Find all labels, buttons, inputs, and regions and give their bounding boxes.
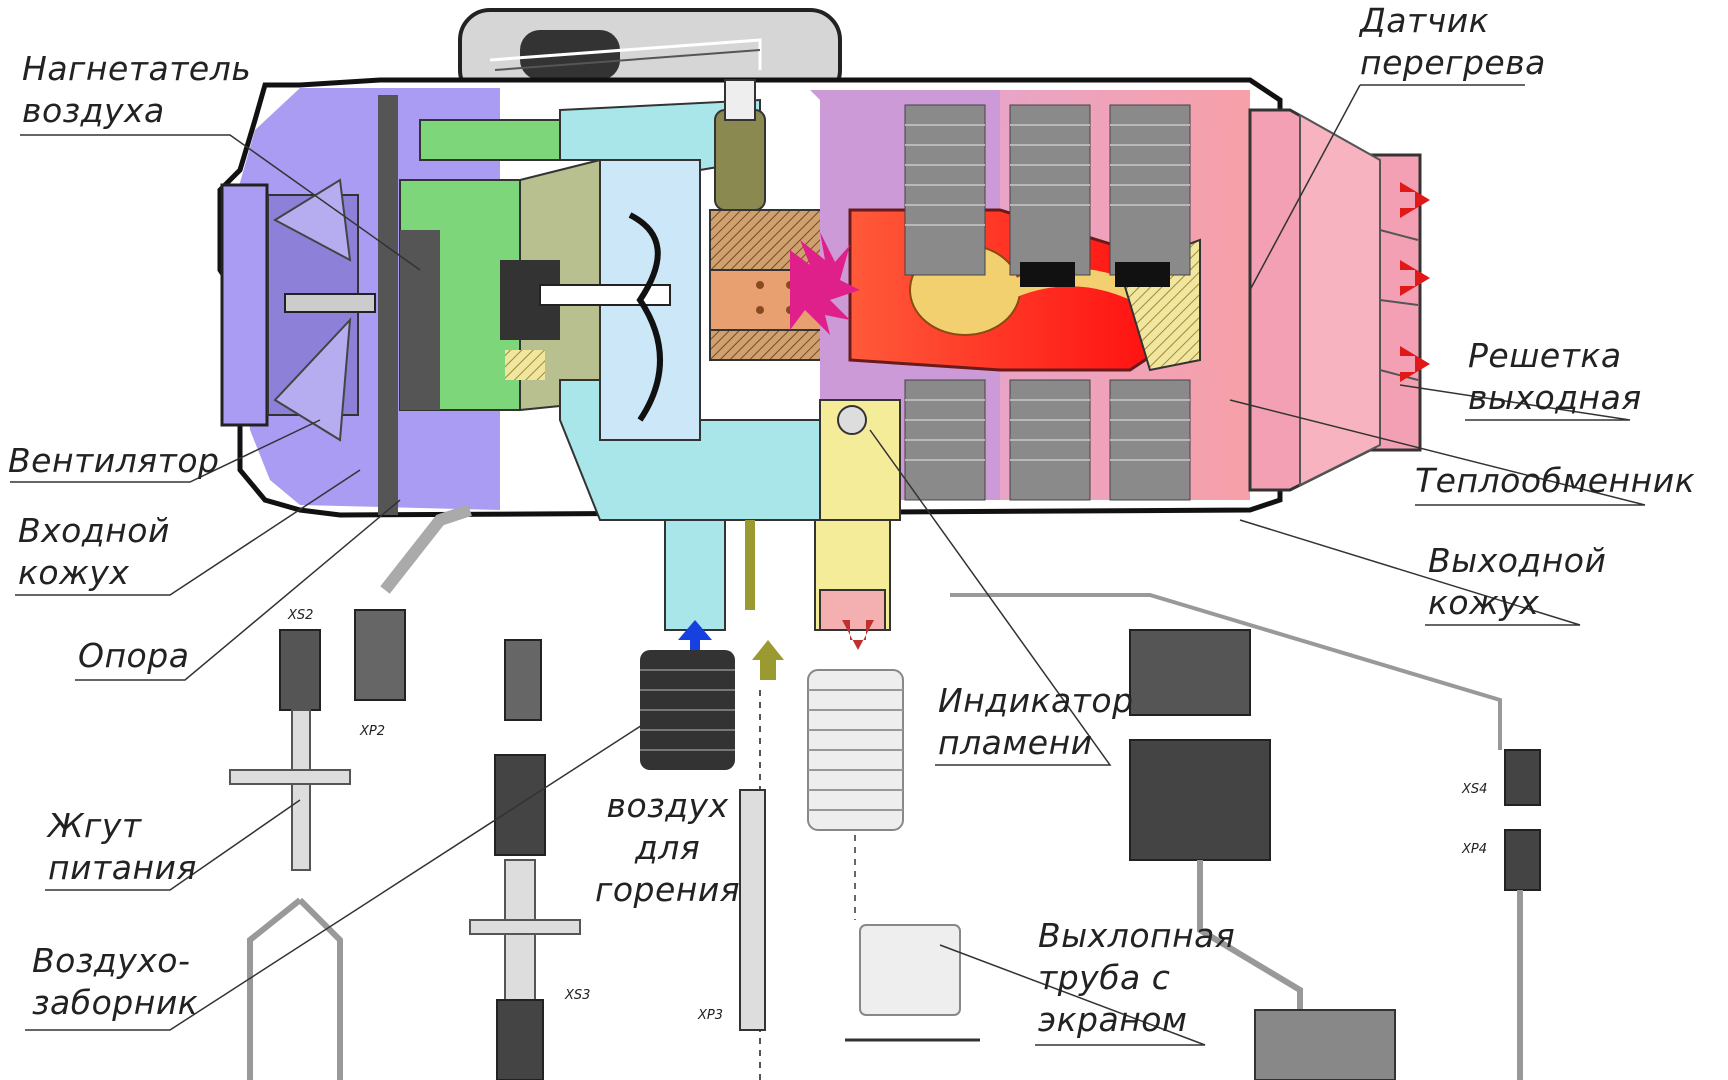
label-overheat-sensor-line1: Датчик [1360,1,1490,40]
leader-lines [10,84,1646,1046]
label-flame-indicator: Индикатор пламени [938,680,1134,764]
label-power-harness-line1: Жгут [48,806,142,845]
label-outlet-cover: Выходной кожух [1428,540,1606,624]
label-combustion-air-line3: горения [595,870,741,909]
label-blower: Нагнетатель воздуха [22,48,251,132]
label-overheat-sensor: Датчик перегрева [1360,0,1546,84]
connector-xs2: XS2 [288,608,314,623]
label-blower-line2: воздуха [22,91,165,130]
label-support: Опора [78,635,189,677]
label-heat-exchanger-line1: Теплообменник [1415,461,1696,500]
label-flame-indicator-line1: Индикатор [938,681,1134,720]
connector-xp4: XP4 [1462,842,1488,857]
connector-xs3: XS3 [565,988,591,1003]
label-inlet-cover-line1: Входной [18,511,170,550]
label-inlet-cover: Входной кожух [18,510,170,594]
label-power-harness-line2: питания [48,848,197,887]
label-exhaust-pipe-line1: Выхлопная [1038,916,1236,955]
outlet-cone [1248,108,1422,492]
heater-body [217,77,1283,521]
hot-air-arrows [1400,182,1430,382]
label-power-harness: Жгут питания [48,805,197,889]
label-fan: Вентилятор [8,440,220,482]
label-exhaust-pipe-line2: труба с [1038,958,1171,997]
lower-pipes [640,519,980,1080]
label-exhaust-pipe-line3: экраном [1038,1000,1188,1039]
label-fan-line1: Вентилятор [8,441,220,480]
label-support-line1: Опора [78,636,190,675]
label-air-intake-line1: Воздухо- [32,941,191,980]
label-inlet-cover-line2: кожух [18,553,130,592]
label-outlet-cover-line2: кожух [1428,583,1540,622]
label-air-intake: Воздухо- заборник [32,940,198,1024]
connector-xp3: XP3 [698,1008,724,1023]
label-heat-exchanger: Теплообменник [1415,460,1695,502]
connector-xp2: XP2 [360,724,386,739]
label-blower-line1: Нагнетатель [22,49,252,88]
label-combustion-air: воздух для горения [595,785,740,911]
label-combustion-air-line2: для [634,828,701,867]
label-flame-indicator-line2: пламени [938,723,1093,762]
label-outlet-cover-line1: Выходной [1428,541,1607,580]
label-outlet-grille-line1: Решетка [1468,336,1622,375]
label-combustion-air-line1: воздух [606,786,729,825]
label-exhaust-pipe: Выхлопная труба с экраном [1038,915,1235,1041]
connector-xs4: XS4 [1462,782,1488,797]
harness-left [229,504,581,1080]
label-outlet-grille-line2: выходная [1468,378,1642,417]
label-air-intake-line2: заборник [32,983,199,1022]
label-overheat-sensor-line2: перегрева [1360,43,1546,82]
harness-right [950,593,1541,1080]
label-outlet-grille: Решетка выходная [1468,335,1642,419]
